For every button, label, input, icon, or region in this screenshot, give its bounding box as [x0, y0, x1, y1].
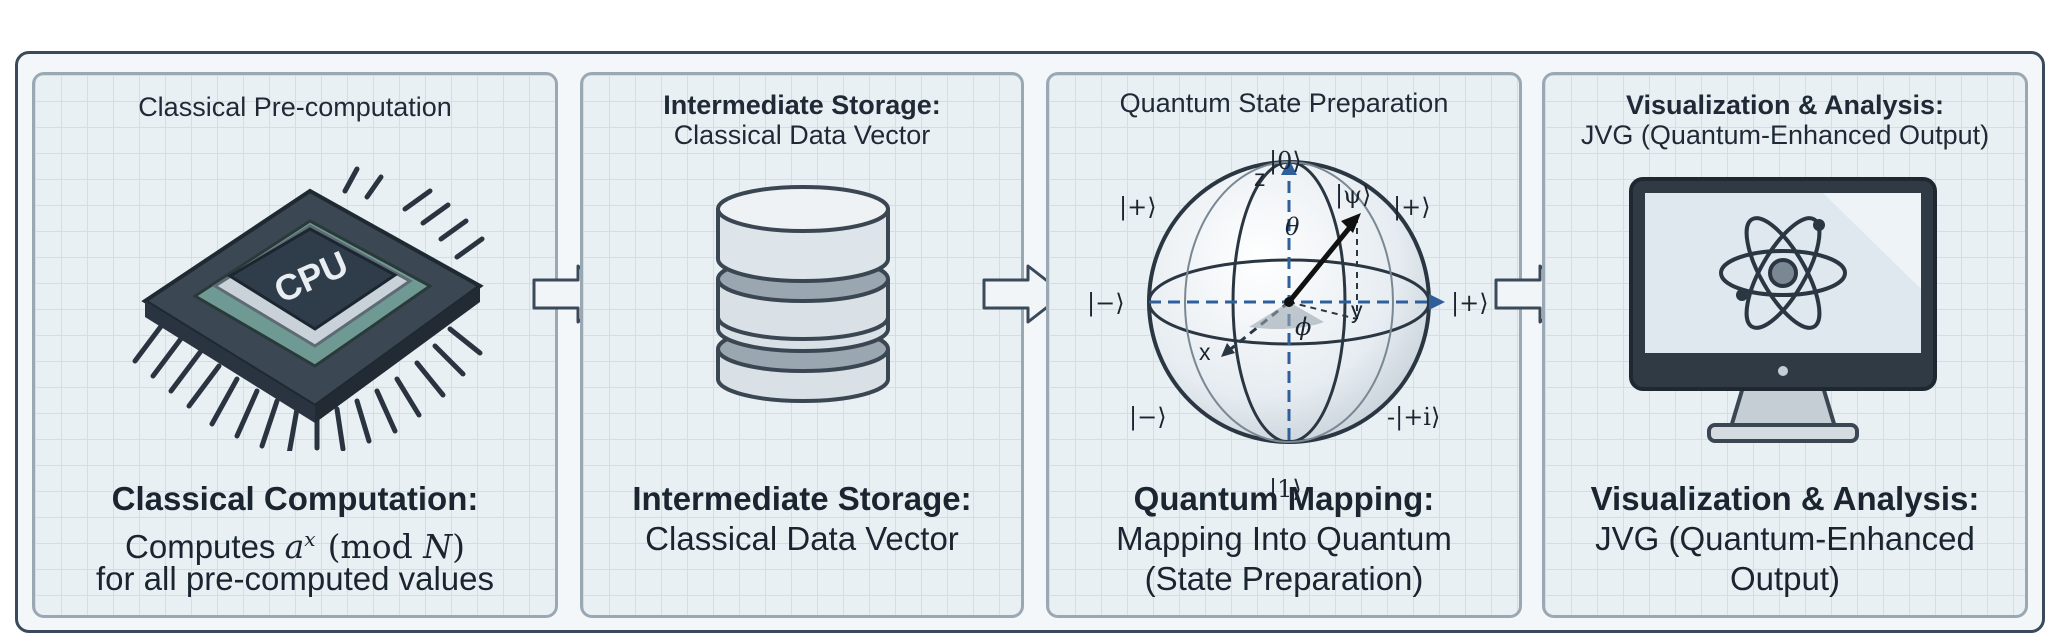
ket-one: |1⟩: [1269, 475, 1302, 503]
panel-top-title: Quantum State Preparation: [1119, 88, 1449, 118]
panel-bottom-line2: for all pre-computed values: [95, 560, 495, 597]
panel-bottom-title: Quantum Mapping:: [1133, 480, 1435, 517]
monitor-atom-icon: [1629, 177, 1937, 443]
panel-bottom-line2: Output): [1729, 560, 1841, 597]
panel-top-title: Classical Pre-computation: [138, 92, 452, 122]
formula-prefix: Computes: [125, 528, 285, 565]
ket-minus-left: |−⟩: [1087, 289, 1125, 317]
panel-intermediate-storage: Intermediate Storage: Classical Data Vec…: [580, 72, 1024, 618]
bloch-sphere-icon: [1147, 159, 1445, 444]
panel-bottom-title: Visualization & Analysis:: [1590, 480, 1980, 517]
axis-y-label: y: [1351, 297, 1363, 323]
panel-bottom-line1: Mapping Into Quantum: [1116, 520, 1452, 557]
panel-top-subtitle: JVG (Quantum-Enhanced Output): [1580, 120, 1990, 150]
ket-psi: |ψ⟩: [1335, 181, 1372, 209]
panel-top-subtitle: Classical Data Vector: [673, 120, 931, 150]
panel-top-title: Visualization & Analysis:: [1625, 90, 1945, 120]
ket-plus-right: |+⟩: [1451, 289, 1489, 317]
panel-classical-computation: Classical Pre-computation CPU Classical …: [32, 72, 558, 618]
panel-bottom-title: Classical Computation:: [111, 480, 479, 517]
axis-z-label: z: [1254, 165, 1266, 191]
panel-bottom-line1: JVG (Quantum-Enhanced: [1595, 520, 1975, 557]
formula-N: N: [423, 527, 453, 566]
ket-plus-top-right: |+⟩: [1393, 193, 1431, 221]
ket-zero: |0⟩: [1269, 147, 1302, 175]
panel-bottom-line2: (State Preparation): [1144, 560, 1424, 597]
panel-quantum-state-preparation: Quantum State Preparation |0⟩: [1046, 72, 1522, 618]
formula-exponent: x: [304, 527, 316, 551]
formula-close: ): [452, 527, 465, 566]
panel-bottom-title: Intermediate Storage:: [632, 480, 972, 517]
axis-x-label: x: [1199, 339, 1211, 365]
formula-base: a: [284, 527, 305, 566]
angle-phi: ϕ: [1295, 313, 1312, 341]
computes-formula: Computes ax (mod N): [35, 519, 555, 567]
angle-theta: θ: [1285, 213, 1300, 241]
ket-plus-i: -|+i⟩: [1387, 403, 1441, 431]
formula-mod: (mod: [327, 527, 424, 566]
database-icon: [716, 185, 890, 403]
cpu-chip-icon: CPU: [132, 166, 485, 451]
panel-top-title: Intermediate Storage:: [663, 90, 941, 120]
ket-plus-top-left: |+⟩: [1119, 193, 1157, 221]
panel-bottom-line1: Classical Data Vector: [645, 520, 959, 557]
ket-minus-bottom-left: |−⟩: [1129, 403, 1167, 431]
panel-visualization-analysis: Visualization & Analysis: JVG (Quantum-E…: [1542, 72, 2028, 618]
